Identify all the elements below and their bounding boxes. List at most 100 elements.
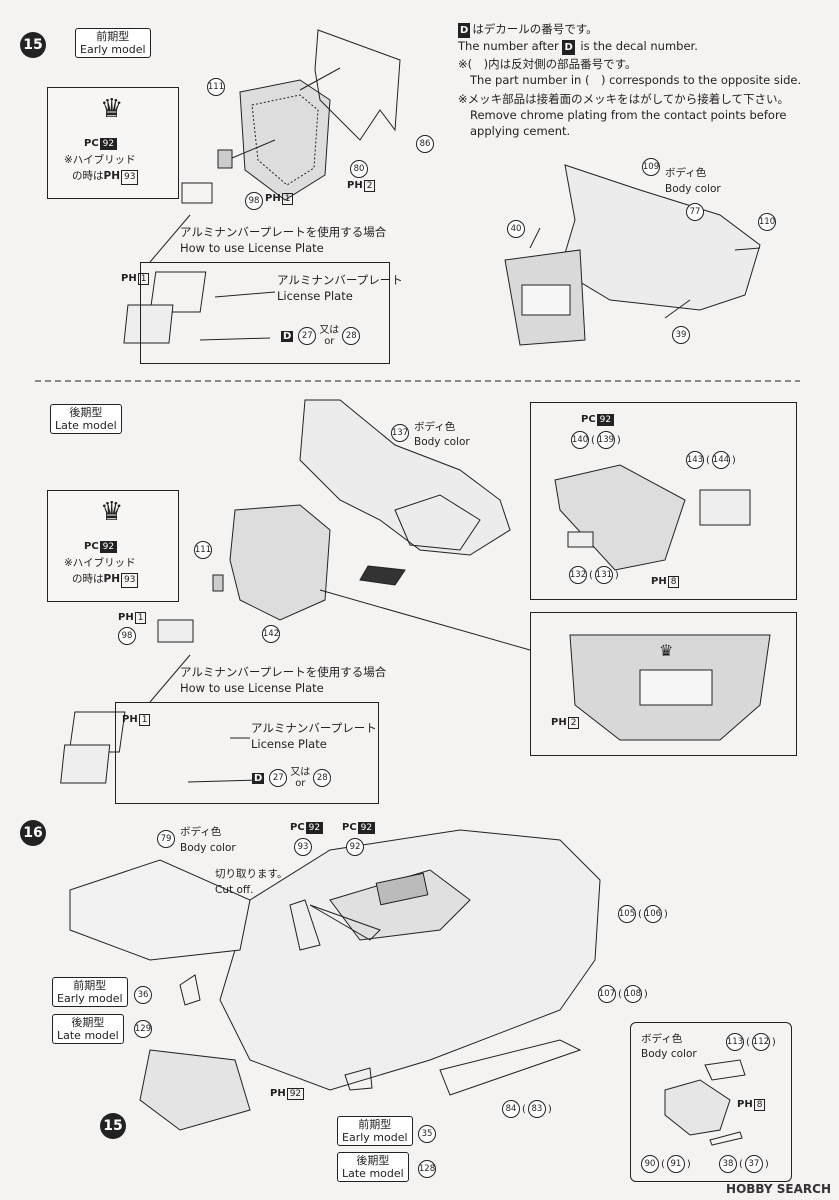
part-86: 86	[416, 135, 434, 153]
part-84: 84	[502, 1100, 520, 1118]
part-111-late: 111	[194, 541, 212, 559]
pc-code: PC	[581, 414, 596, 425]
ph-num: 93	[120, 170, 139, 185]
or-en: or	[295, 778, 306, 789]
decal-note-prefix: The number after	[458, 39, 559, 53]
part-131: 131	[594, 566, 613, 584]
part-39: 39	[672, 326, 690, 344]
ref-step-15: 15	[100, 1113, 126, 1139]
pc-num: 92	[596, 414, 615, 426]
chrome-note-en-2: applying cement.	[470, 124, 571, 138]
early-model-label-16b: 前期型 Early model	[337, 1116, 413, 1146]
part-108: 108	[623, 985, 642, 1003]
part-140: 140	[571, 431, 589, 449]
license-heading-jp: アルミナンバープレートを使用する場合	[180, 225, 387, 239]
part-80: 80	[350, 160, 368, 178]
part-36: 36	[134, 986, 152, 1004]
cut-off-jp: 切り取ります。	[215, 868, 288, 880]
part-111: 111	[207, 78, 225, 96]
late-model-jp: 後期型	[356, 1154, 390, 1167]
part-128: 128	[418, 1160, 436, 1178]
ph8-num: 8	[667, 576, 680, 588]
pc92-num-b: 92	[357, 822, 376, 834]
part-109: 109	[642, 158, 660, 176]
early-model-label: 前期型 Early model	[75, 28, 151, 58]
or-en: or	[324, 336, 335, 347]
parts-90-91: 90(91)	[641, 1155, 691, 1173]
part-106: 106	[643, 905, 662, 923]
part-110: 110	[758, 213, 776, 231]
hybrid-note-1: ※ハイブリッド	[64, 154, 136, 166]
body-color-late-en: Body color	[414, 436, 470, 448]
pc-code: PC	[84, 138, 99, 149]
hybrid-note-jp: の時は	[72, 170, 104, 182]
late-model-label: 後期型 Late model	[50, 404, 122, 434]
pc-num: 92	[99, 138, 118, 150]
decal-note-suffix: is the decal number.	[580, 39, 698, 53]
parts-113-112: 113(112)	[726, 1033, 776, 1051]
part-129: 129	[134, 1020, 152, 1038]
late-model-jp: 後期型	[71, 1016, 105, 1029]
crown-emblem-icon: ♛	[659, 641, 674, 660]
part-40: 40	[507, 220, 525, 238]
decal-27: 27	[298, 327, 317, 345]
ph2-num: 2	[363, 180, 376, 192]
ph8-mirror-num: 8	[753, 1099, 766, 1111]
chrome-note-jp: ※メッキ部品は接着面のメッキをはがしてから接着して下さい。	[458, 92, 789, 106]
ph-code: PH	[103, 573, 120, 585]
opposite-side-note-jp: ※( )内は反対側の部品番号です。	[458, 57, 637, 71]
part-91: 91	[666, 1155, 685, 1173]
license-heading-late-en: How to use License Plate	[180, 681, 324, 695]
early-model-jp: 前期型	[73, 979, 107, 992]
license-plate-jp: アルミナンバープレート	[277, 273, 403, 287]
decal-key: D	[252, 772, 265, 784]
body-color-late-jp: ボディ色	[414, 421, 456, 433]
pc92-num-a: 92	[305, 822, 324, 834]
early-model-jp: 前期型	[96, 30, 130, 43]
license-plate-en: License Plate	[277, 289, 353, 303]
ph-num: 93	[120, 573, 139, 588]
pc-num: 92	[99, 541, 118, 553]
body-color-jp: ボディ色	[665, 167, 707, 179]
part-93: 93	[294, 838, 312, 856]
body-color-16-en: Body color	[180, 842, 236, 854]
parts-143-144: 143(144)	[686, 451, 736, 469]
step-number-16: 16	[20, 820, 46, 846]
part-98: 98	[245, 192, 263, 210]
early-model-en: Early model	[342, 1131, 408, 1144]
early-model-en: Early model	[57, 992, 123, 1005]
late-model-en: Late model	[342, 1167, 404, 1180]
body-color-mirror-en: Body color	[641, 1048, 697, 1060]
early-model-jp: 前期型	[358, 1118, 392, 1131]
cut-off-en: Cut off.	[215, 884, 254, 896]
crown-emblem-icon: ♛	[100, 497, 124, 527]
body-color-en: Body color	[665, 183, 721, 195]
ph1-late-num: 1	[134, 612, 147, 624]
ph1-plate-num: 1	[137, 273, 150, 285]
step-number-15: 15	[20, 32, 46, 58]
part-77: 77	[686, 203, 704, 221]
license-plate-late-en: License Plate	[251, 737, 327, 751]
part-143: 143	[686, 451, 704, 469]
part-107: 107	[598, 985, 616, 1003]
ph92-num: 92	[286, 1088, 305, 1100]
part-142: 142	[262, 625, 280, 643]
ph1-num: 1	[281, 193, 294, 205]
late-model-jp: 後期型	[69, 406, 103, 419]
part-90: 90	[641, 1155, 659, 1173]
